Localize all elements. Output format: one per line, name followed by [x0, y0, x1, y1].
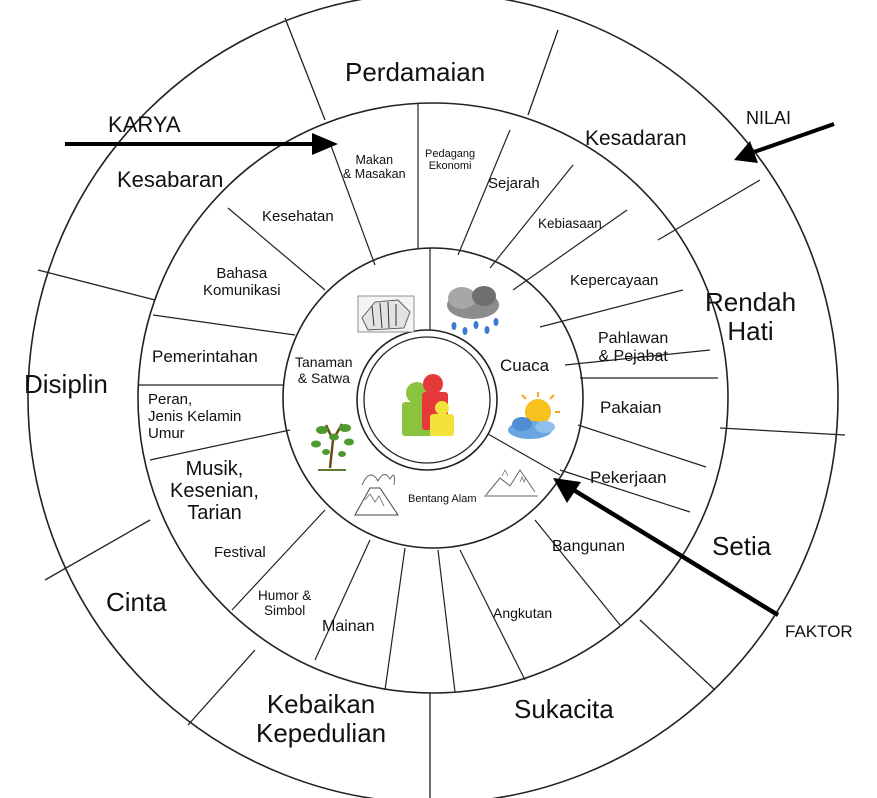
- arrow-faktor: [553, 478, 780, 617]
- work-pahlawan-pejabat: Pahlawan & Pejabat: [598, 330, 669, 365]
- factor-bentang-alam: Bentang Alam: [408, 493, 477, 505]
- work-makan-masakan: Makan & Masakan: [343, 153, 406, 181]
- work-festival: Festival: [214, 544, 266, 561]
- value-kebaikan-kepedulian: Kebaikan Kepedulian: [256, 689, 387, 749]
- value-kesadaran: Kesadaran: [585, 127, 687, 150]
- tree-icon: [311, 423, 354, 471]
- work-mainan: Mainan: [322, 618, 375, 635]
- value-kesabaran: Kesabaran: [117, 167, 224, 192]
- value-cinta: Cinta: [106, 587, 167, 617]
- value-perdamaian: Perdamaian: [345, 57, 486, 87]
- label-karya: KARYA: [108, 112, 181, 137]
- work-pakaian: Pakaian: [600, 398, 662, 417]
- sun-cloud-icon: [508, 392, 560, 439]
- people-icon: [402, 374, 454, 436]
- value-disiplin: Disiplin: [24, 369, 108, 399]
- label-faktor: FAKTOR: [785, 622, 853, 641]
- work-pemerintahan: Pemerintahan: [152, 347, 258, 366]
- work-peran-jenis-kelamin-umur: Peran, Jenis Kelamin Umur: [148, 391, 242, 442]
- inner-dividers: [429, 248, 561, 476]
- work-bahasa-komunikasi: Bahasa Komunikasi: [203, 265, 281, 299]
- arrow-nilai: [734, 122, 835, 163]
- work-musik-kesenian-tarian: Musik, Kesenian, Tarian: [170, 458, 259, 524]
- arrow-karya: [65, 133, 338, 155]
- rain-cloud-icon: [447, 286, 499, 335]
- work-bangunan: Bangunan: [552, 538, 625, 555]
- factor-cuaca: Cuaca: [500, 356, 550, 375]
- value-sukacita: Sukacita: [514, 694, 614, 724]
- work-kesehatan: Kesehatan: [262, 208, 334, 225]
- value-rendah-hati: Rendah Hati: [705, 287, 797, 347]
- work-pekerjaan: Pekerjaan: [590, 468, 667, 487]
- tiger-icon: [357, 295, 415, 333]
- work-pedagang-ekonomi: Pedagang Ekonomi: [425, 148, 476, 173]
- work-humor-simbol: Humor & Simbol: [258, 588, 312, 619]
- work-kepercayaan: Kepercayaan: [570, 272, 659, 289]
- work-kebiasaan: Kebiasaan: [538, 216, 602, 231]
- landscape-icon: [484, 469, 538, 497]
- work-angkutan: Angkutan: [493, 605, 553, 621]
- outer-dividers: [37, 17, 846, 798]
- work-sejarah: Sejarah: [488, 175, 540, 192]
- label-nilai: NILAI: [746, 108, 792, 128]
- volcano-icon: [354, 474, 399, 516]
- middle-dividers: [138, 103, 718, 693]
- value-setia: Setia: [712, 531, 772, 561]
- factor-tanaman-satwa: Tanaman & Satwa: [295, 354, 353, 386]
